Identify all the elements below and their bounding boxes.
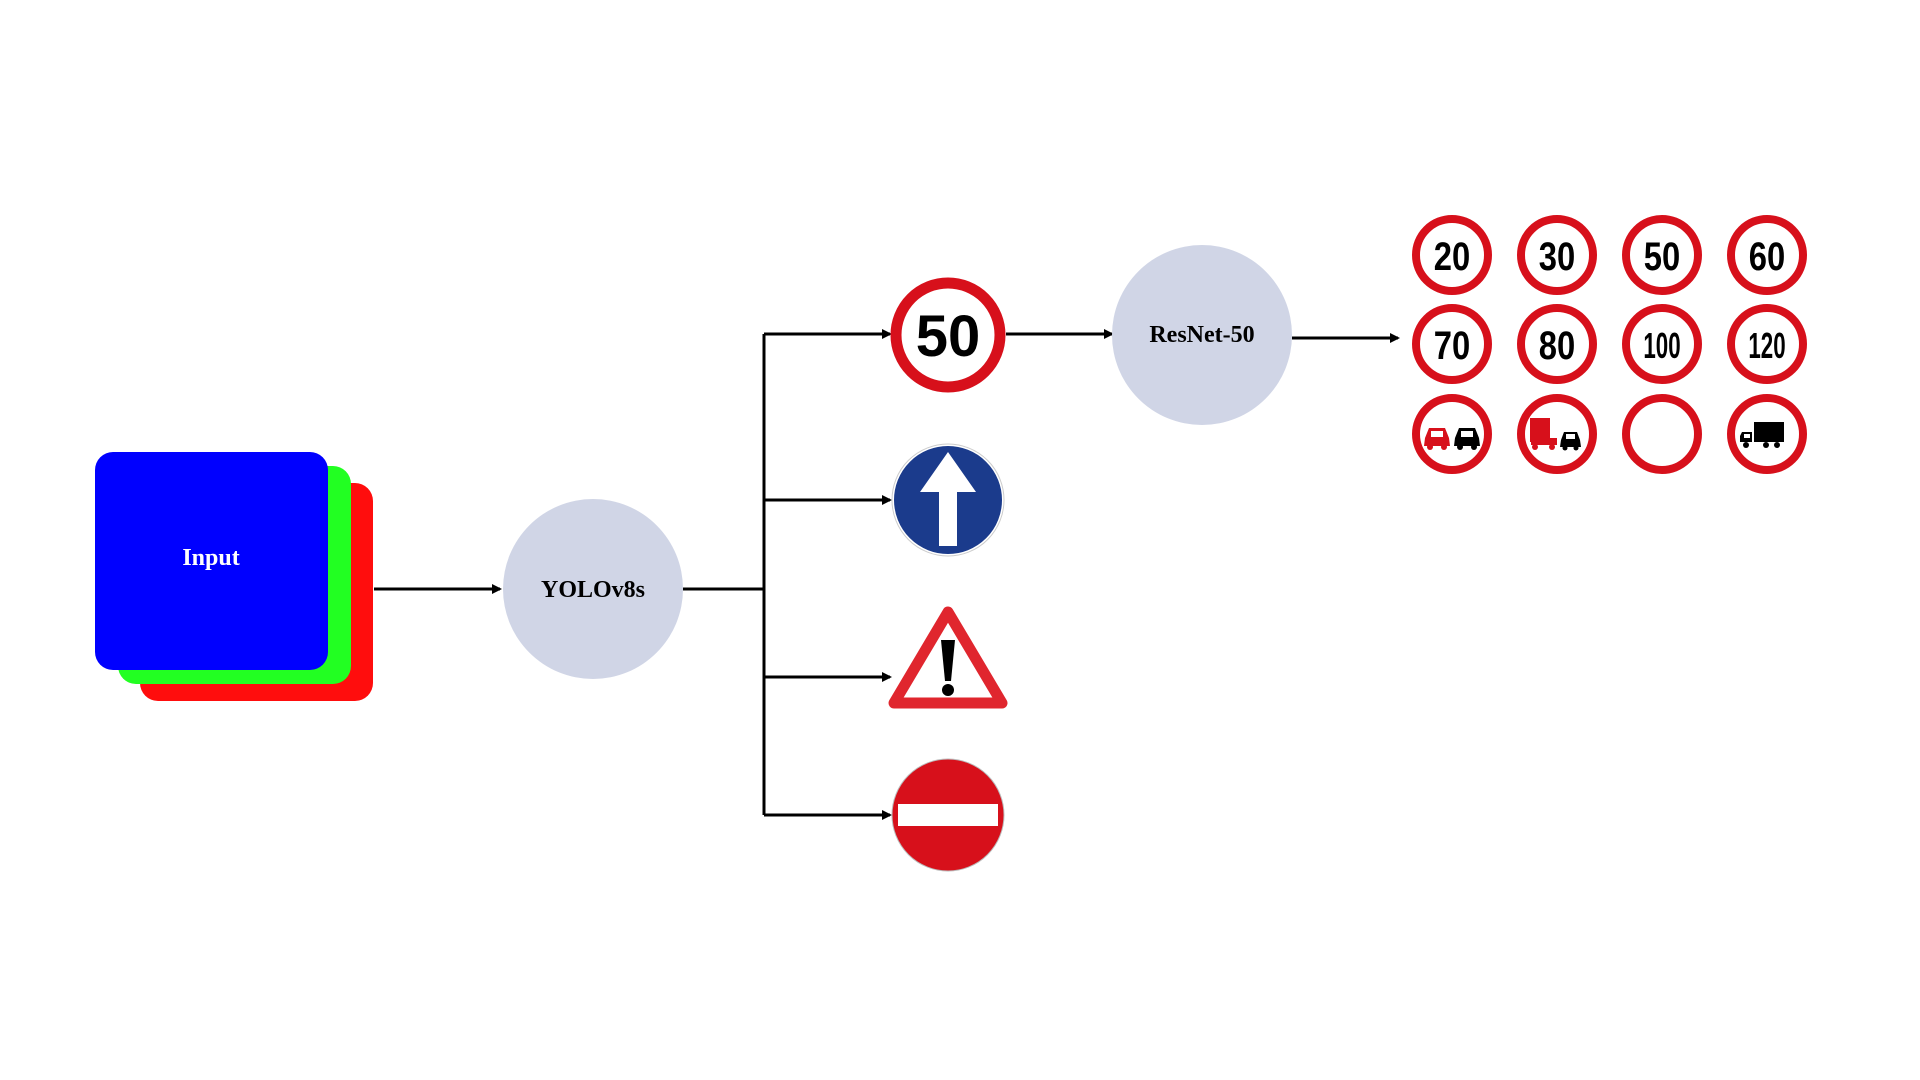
- classifier-node: ResNet-50: [1112, 245, 1292, 425]
- speed-limit-50-text: 50: [916, 304, 981, 369]
- exclamation-icon: [941, 640, 955, 681]
- black-car-icon: [1560, 432, 1581, 451]
- class-grid: 20 30 50 60 70 80 100 120: [1412, 215, 1807, 474]
- speed-limit-20-sign: 20: [1412, 215, 1492, 295]
- speed-limit-120-sign: 120: [1727, 304, 1807, 384]
- speed-limit-80-sign: 80: [1517, 304, 1597, 384]
- input-channel-blue: [95, 452, 328, 670]
- speed-limit-50-sign: 50: [890, 277, 1006, 393]
- no-entry-sign: [891, 758, 1005, 872]
- arrow-up-icon: [920, 452, 976, 546]
- black-car-icon: [1454, 428, 1480, 450]
- classifier-label: ResNet-50: [1149, 322, 1254, 348]
- no-trucks-sign: [1727, 394, 1807, 474]
- speed-limit-50-class-text: 50: [1644, 234, 1680, 279]
- speed-limit-100-text: 100: [1643, 327, 1680, 367]
- speed-limit-70-text: 70: [1434, 323, 1470, 368]
- detector-node: YOLOv8s: [503, 499, 683, 679]
- speed-limit-60-text: 60: [1749, 234, 1785, 279]
- detector-circle: [503, 499, 683, 679]
- speed-limit-80-text: 80: [1539, 323, 1575, 368]
- speed-limit-60-sign: 60: [1727, 215, 1807, 295]
- input-label: Input: [182, 545, 239, 571]
- no-entry-bar: [898, 804, 998, 826]
- detector-label: YOLOv8s: [541, 577, 645, 603]
- exclamation-dot-icon: [942, 684, 954, 696]
- classifier-circle: [1112, 245, 1292, 425]
- branch-connectors: [683, 329, 892, 820]
- input-stack: Input: [95, 452, 373, 701]
- ahead-only-sign: [891, 443, 1005, 557]
- speed-limit-70-sign: 70: [1412, 304, 1492, 384]
- speed-limit-30-text: 30: [1539, 234, 1575, 279]
- speed-limit-20-text: 20: [1434, 234, 1470, 279]
- detected-signs: 50: [888, 277, 1008, 872]
- no-overtaking-trucks-sign: [1517, 394, 1597, 474]
- speed-limit-120-text: 120: [1748, 327, 1785, 367]
- red-car-icon: [1424, 428, 1450, 450]
- speed-limit-50-sign: 50: [1622, 215, 1702, 295]
- speed-limit-100-sign: 100: [1622, 304, 1702, 384]
- no-overtaking-sign: [1412, 394, 1492, 474]
- red-truck-icon: [1530, 418, 1557, 450]
- speed-limit-30-sign: 30: [1517, 215, 1597, 295]
- no-vehicles-sign: [1622, 394, 1702, 474]
- warning-sign: [888, 606, 1008, 709]
- black-truck-icon: [1740, 422, 1784, 448]
